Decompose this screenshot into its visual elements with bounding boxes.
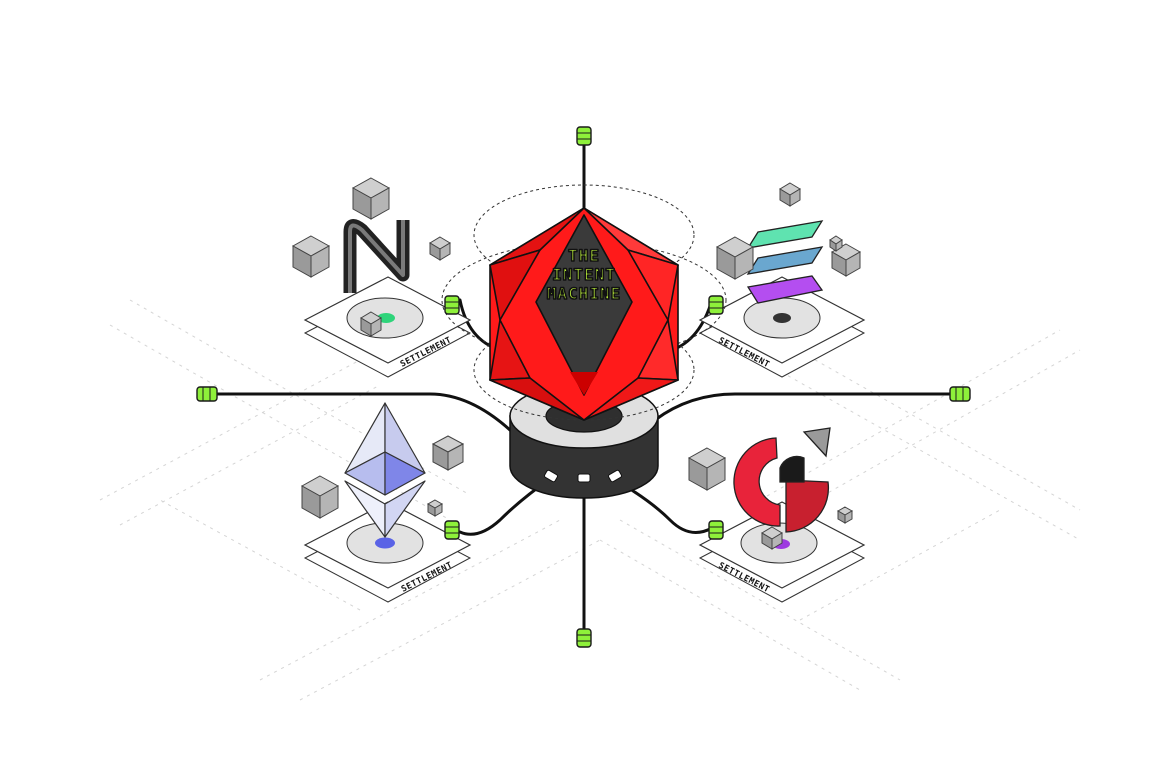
- core-title-line-3: MACHINE: [547, 284, 621, 303]
- connector-top: [576, 126, 592, 146]
- background-grid: [99, 299, 1081, 701]
- ethereum-logo-icon: [344, 402, 426, 538]
- connector-near: [444, 295, 460, 315]
- cube-icon: [431, 435, 465, 471]
- platform-solana: SETTLEMENT: [698, 182, 866, 378]
- cube-icon: [761, 526, 783, 550]
- platform-ethereum: SETTLEMENT: [300, 402, 472, 603]
- platform-chain-c: SETTLEMENT: [687, 427, 866, 603]
- core-title-line-1: THE: [568, 246, 600, 265]
- cube-icon: [291, 235, 331, 278]
- circle-chain-logo-icon: [733, 427, 831, 533]
- cube-icon: [429, 236, 451, 261]
- cube-icon: [426, 499, 444, 517]
- cube-icon: [687, 447, 727, 491]
- connector-chain-c: [708, 520, 724, 540]
- cube-icon: [300, 475, 340, 519]
- solana-settlement-dot: [773, 313, 791, 323]
- ethereum-settlement-dot: [375, 537, 395, 549]
- cube-icon: [829, 235, 843, 252]
- cube-icon: [351, 177, 391, 220]
- connector-solana: [708, 295, 724, 315]
- platform-near: SETTLEMENT: [291, 177, 472, 378]
- core-title-line-2: INTENT: [552, 265, 616, 284]
- base-port: [544, 469, 622, 483]
- connector-right: [949, 386, 971, 402]
- cube-icon: [715, 236, 755, 280]
- connector-ethereum: [444, 520, 460, 540]
- connector-left: [196, 386, 218, 402]
- cube-icon: [360, 311, 382, 337]
- solana-logo-icon: [746, 220, 824, 304]
- cube-icon: [836, 506, 854, 524]
- cube-icon: [779, 182, 801, 207]
- connector-bottom: [576, 628, 592, 648]
- near-logo-icon: [343, 219, 410, 293]
- intent-machine-core: THE INTENT MACHINE: [489, 207, 679, 421]
